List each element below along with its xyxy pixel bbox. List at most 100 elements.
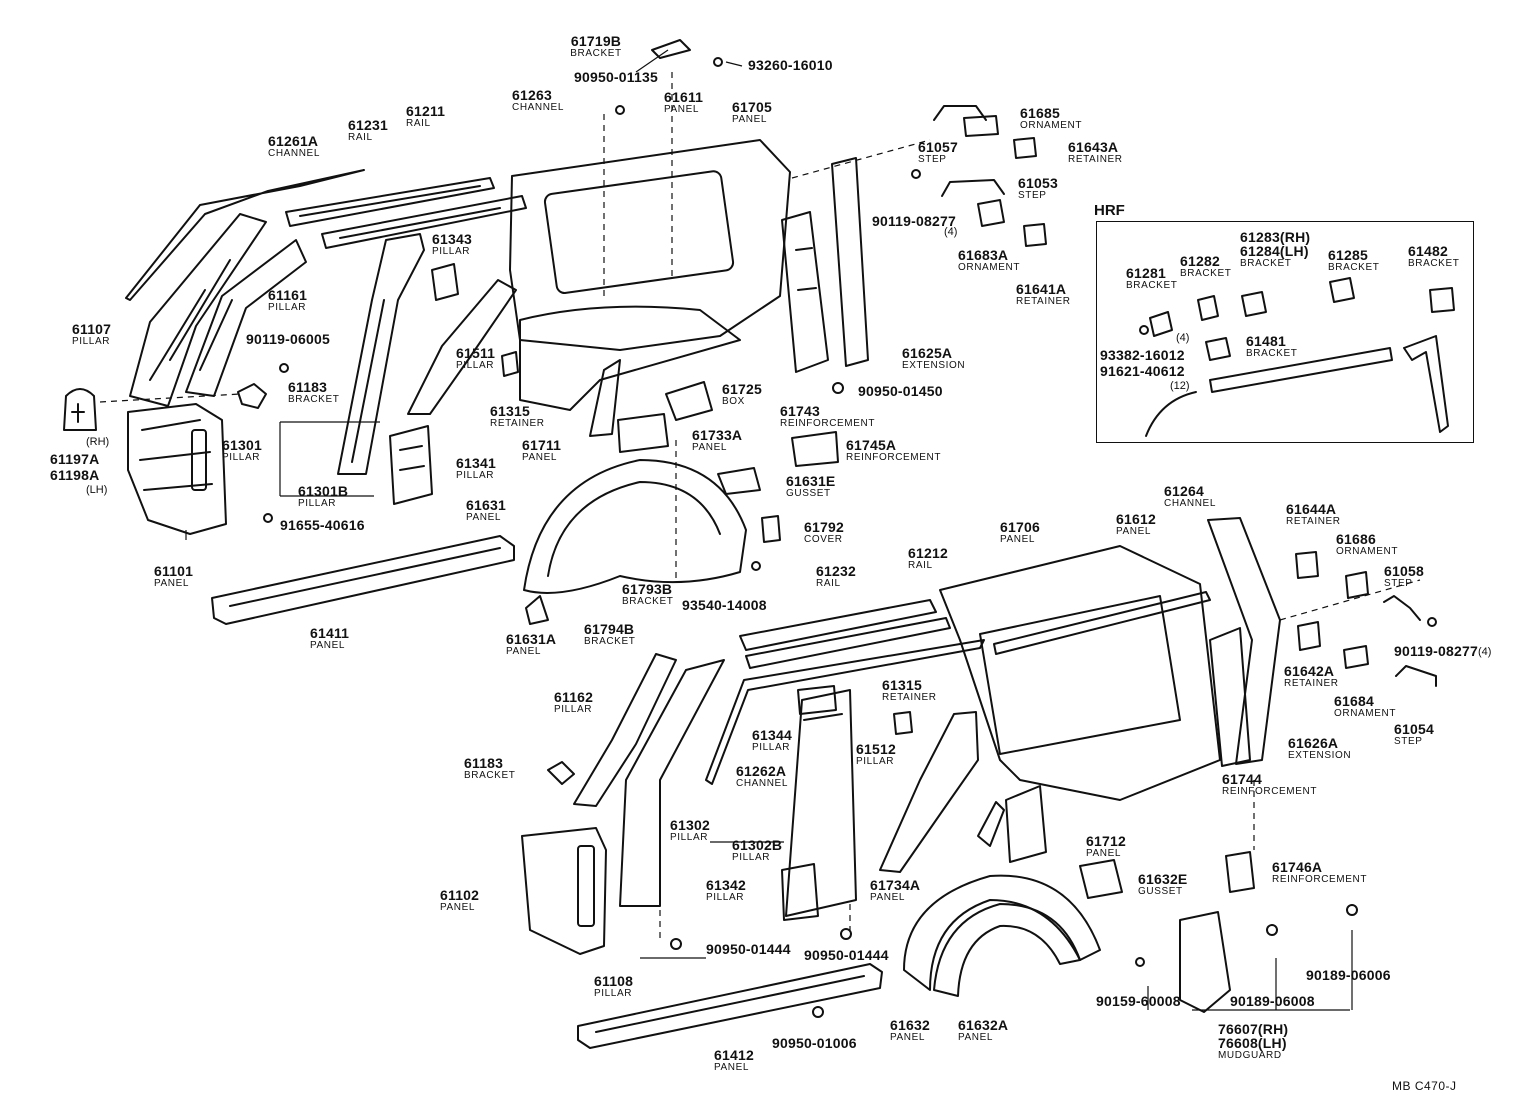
leader-lines <box>185 49 1353 1011</box>
callout-90189-06008: 90189-06008 <box>1230 994 1315 1008</box>
part-description: PANEL <box>714 1062 750 1073</box>
part-number: 61793B <box>622 581 673 597</box>
part-number: 61102 <box>440 887 480 903</box>
part-number: 90950-01135 <box>574 69 658 85</box>
part-61632-panel <box>903 874 1101 991</box>
part-number: 61711 <box>522 437 562 453</box>
part-description: PANEL <box>1000 534 1036 545</box>
callout-90950-01135: 90950-01135 <box>574 70 658 84</box>
part-61481-bracket <box>1205 337 1231 361</box>
part-number: 61342 <box>706 877 746 893</box>
part-61197a-cover <box>63 388 97 431</box>
callout-76608-lh-: 76608(LH)MUDGUARD <box>1218 1036 1287 1061</box>
side-note-rh: (RH) <box>86 436 110 448</box>
part-number: 61301B <box>298 483 349 499</box>
part-number: 61108 <box>594 973 634 989</box>
part-number: 61262A <box>736 763 787 779</box>
part-description: STEP <box>918 154 947 165</box>
part-number: 61162 <box>554 689 594 705</box>
callout-90950-01444: 90950-01444 <box>706 942 791 956</box>
part-number: 61725 <box>722 381 762 397</box>
part-61685-ornament <box>963 115 999 137</box>
part-61719b-bracket <box>651 39 691 59</box>
part-number: 61611 <box>664 89 704 105</box>
part-description: BRACKET <box>288 394 340 405</box>
part-number: 90159-60008 <box>1096 993 1181 1009</box>
part-description: RAIL <box>348 132 373 143</box>
part-description: REINFORCEMENT <box>1272 874 1368 885</box>
part-61482-bracket <box>1429 287 1455 313</box>
part-description: EXTENSION <box>1288 750 1352 761</box>
part-description: PILLAR <box>752 742 791 753</box>
part-61261a-channel <box>125 169 365 301</box>
part-number: 61053 <box>1018 175 1058 191</box>
part-description: PANEL <box>310 640 346 651</box>
part-61611-window <box>543 170 735 295</box>
part-description: BOX <box>722 396 745 407</box>
part-61101-holes <box>191 429 207 491</box>
part-76607-mudguard <box>1179 911 1231 1013</box>
part-number: 61054 <box>1394 721 1434 737</box>
callout-90189-06006: 90189-06006 <box>1306 968 1391 982</box>
part-description: RETAINER <box>490 418 545 429</box>
part-61102-panel <box>521 827 607 955</box>
part-number: 61685 <box>1020 105 1060 121</box>
part-number: 61302B <box>732 837 783 853</box>
part-61101-panel <box>127 403 227 535</box>
part-description: PILLAR <box>222 452 261 463</box>
callout-90119-08277: 90119-08277 <box>872 214 956 228</box>
part-61057-step <box>933 105 987 121</box>
part-number: 61058 <box>1384 563 1424 579</box>
part-61626a-extension <box>1207 517 1281 765</box>
part-number: 61746A <box>1272 859 1323 875</box>
part-61611-lower <box>519 305 741 411</box>
part-description: RAIL <box>816 578 841 589</box>
part-number: 90189-06006 <box>1306 967 1391 983</box>
part-description: PILLAR <box>298 498 337 509</box>
fasteners <box>263 57 1437 1018</box>
part-description: REINFORCEMENT <box>1222 786 1318 797</box>
part-61302-pillar <box>785 689 857 917</box>
part-description: REINFORCEMENT <box>846 452 942 463</box>
part-number: 61612 <box>1116 511 1156 527</box>
part-number: 61282 <box>1180 253 1220 269</box>
part-number: 61626A <box>1288 735 1339 751</box>
part-number: 61412 <box>714 1047 754 1063</box>
part-number: 61481 <box>1246 333 1286 349</box>
part-description: EXTENSION <box>902 360 966 371</box>
hrf-inset-box <box>1096 221 1474 443</box>
part-number: 61197A <box>50 451 100 467</box>
part-number: 61719B <box>570 33 622 49</box>
part-61342-pillar <box>781 863 819 921</box>
part-number: 61686 <box>1336 531 1376 547</box>
part-61706-panel <box>939 545 1221 801</box>
part-description: PILLAR <box>732 852 771 863</box>
part-61232-rail <box>745 617 951 669</box>
part-number: 61261A <box>268 133 319 149</box>
part-description: ORNAMENT <box>958 262 1021 273</box>
callout-76607-rh-: 76607(RH) <box>1218 1022 1288 1036</box>
